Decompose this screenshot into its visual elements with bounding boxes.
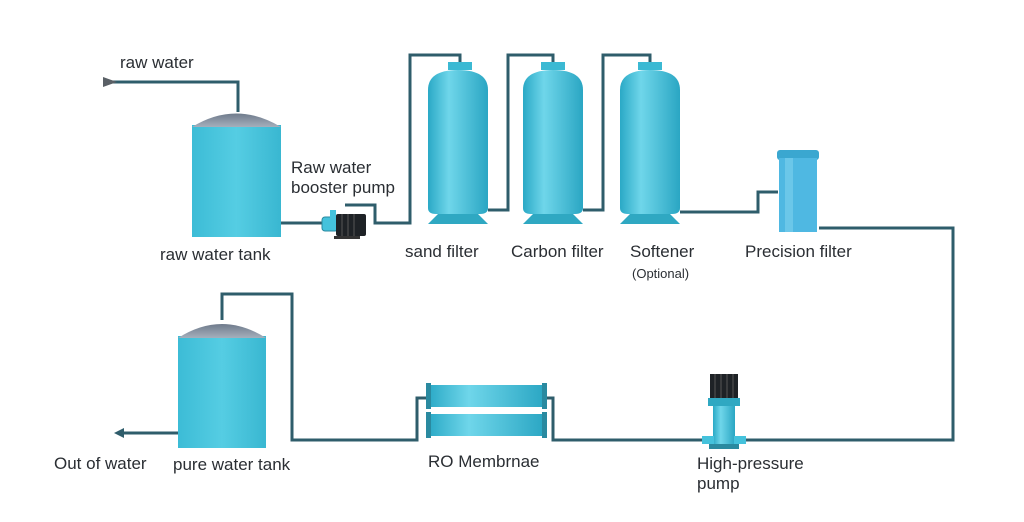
pipes — [105, 53, 955, 442]
arrow-raw-inlet-icon — [103, 77, 117, 87]
label-booster-pump-line1: Raw water — [291, 158, 372, 177]
label-softener-note: (Optional) — [632, 266, 690, 281]
raw-water-tank — [192, 113, 281, 237]
sand-filter-vessel — [428, 62, 488, 224]
pipe-precision-to-hp — [745, 226, 955, 442]
label-raw-water-tank: raw water tank — [160, 245, 271, 264]
pipe-softener-to-precision — [680, 190, 778, 214]
label-ro-membrane: RO Membrnae — [428, 452, 540, 471]
ro-membrane-tubes — [426, 383, 547, 438]
label-raw-water: raw water — [120, 53, 194, 72]
carbon-filter-vessel — [523, 62, 583, 224]
high-pressure-pump-icon — [702, 374, 746, 449]
pure-water-tank — [178, 324, 266, 448]
label-hp-pump-line1: High-pressure — [697, 454, 804, 473]
label-sand-filter: sand filter — [405, 242, 479, 261]
label-precision-filter: Precision filter — [745, 242, 852, 261]
precision-filter-vessel — [777, 150, 819, 232]
pipe-carbon-to-softener — [583, 53, 652, 212]
label-carbon-filter: Carbon filter — [511, 242, 604, 261]
pipe-raw-inlet — [105, 80, 240, 112]
label-pure-water-tank: pure water tank — [173, 455, 291, 474]
label-out-of-water: Out of water — [54, 454, 147, 473]
pipe-hp-to-ro — [545, 396, 712, 442]
label-booster-pump-line2: booster pump — [291, 178, 395, 197]
arrow-outlet-icon — [114, 428, 124, 438]
pipe-pump-to-sand — [345, 53, 462, 225]
booster-pump-icon — [321, 210, 366, 239]
label-softener: Softener — [630, 242, 695, 261]
label-hp-pump-line2: pump — [697, 474, 740, 493]
pipe-ro-to-tank — [220, 292, 430, 442]
softener-vessel — [620, 62, 680, 224]
pipe-sand-to-carbon — [488, 53, 555, 212]
